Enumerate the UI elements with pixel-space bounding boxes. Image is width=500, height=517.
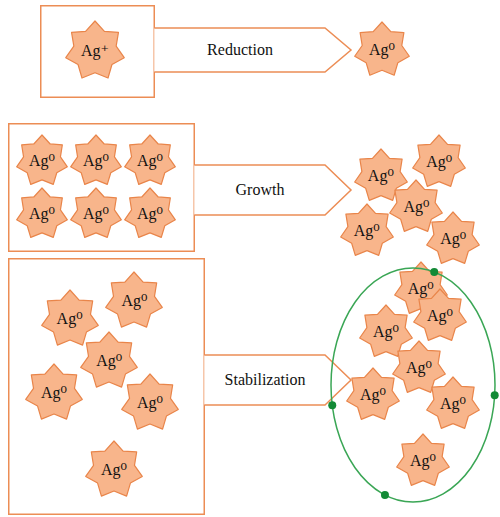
star-shape bbox=[413, 135, 466, 186]
silver-atom: Ag⁰ bbox=[69, 187, 123, 241]
star-shape bbox=[360, 305, 413, 356]
star-shape bbox=[71, 135, 122, 184]
step-label: Reduction bbox=[207, 42, 273, 58]
star-shape bbox=[414, 289, 467, 340]
species-label: Ag⁰ bbox=[368, 168, 394, 184]
arrow-label-holder: Stabilization bbox=[205, 355, 325, 405]
species-label: Ag⁰ bbox=[96, 353, 122, 369]
capping-dot bbox=[491, 391, 499, 399]
species-label: Ag⁰ bbox=[440, 396, 466, 412]
silver-atom: Ag⁰ bbox=[79, 331, 139, 391]
species-label: Ag⁰ bbox=[121, 293, 147, 309]
species-label: Ag⁰ bbox=[101, 462, 127, 478]
species-label: Ag⁰ bbox=[41, 385, 67, 401]
silver-atom: Ag⁰ bbox=[353, 21, 411, 79]
star-shape bbox=[122, 374, 179, 429]
species-label: Ag⁰ bbox=[83, 206, 109, 222]
silver-atom: Ag⁰ bbox=[40, 289, 100, 349]
silver-atom: Ag⁰ bbox=[69, 134, 123, 188]
step-label: Stabilization bbox=[225, 372, 306, 388]
species-label: Ag⁰ bbox=[29, 153, 55, 169]
reactant-box bbox=[9, 259, 205, 515]
arrow-label-holder: Reduction bbox=[155, 28, 325, 72]
star-shape bbox=[66, 21, 124, 78]
star-shape bbox=[17, 135, 68, 184]
silver-atom: Ag⁰ bbox=[425, 211, 481, 267]
species-label: Ag⁰ bbox=[440, 231, 466, 247]
star-shape bbox=[17, 188, 68, 237]
step-callout-box: Reduction Ag⁺ bbox=[40, 5, 352, 98]
species-label: Ag⁰ bbox=[426, 154, 452, 170]
species-label: Ag⁰ bbox=[57, 311, 83, 327]
step-callout-box: GrowthAg⁰Ag⁰Ag⁰Ag⁰Ag⁰Ag⁰ bbox=[8, 123, 352, 252]
star-shape bbox=[86, 441, 143, 496]
star-shape bbox=[106, 272, 163, 327]
capping-dot bbox=[381, 491, 389, 499]
process-arrow bbox=[154, 28, 351, 72]
species-label: Ag⁰ bbox=[83, 153, 109, 169]
silver-atom: Ag⁰ bbox=[123, 187, 177, 241]
star-shape bbox=[397, 434, 450, 485]
step-callout-box: StabilizationAg⁰Ag⁰Ag⁰Ag⁰Ag⁰Ag⁰ bbox=[8, 258, 352, 515]
star-shape bbox=[340, 204, 393, 255]
silver-atom: Ag⁰ bbox=[120, 373, 180, 433]
process-arrow bbox=[204, 355, 351, 405]
star-shape bbox=[347, 368, 400, 419]
star-shape bbox=[125, 135, 176, 184]
species-label: Ag⁰ bbox=[354, 223, 380, 239]
silver-atom: Ag⁰ bbox=[395, 433, 451, 489]
arrow-label-holder: Growth bbox=[195, 165, 325, 215]
species-label: Ag⁰ bbox=[360, 387, 386, 403]
star-shape bbox=[81, 332, 138, 387]
step-label: Growth bbox=[236, 182, 285, 198]
silver-atom: Ag⁰ bbox=[104, 271, 164, 331]
silver-atom: Ag⁰ bbox=[339, 203, 395, 259]
star-shape bbox=[393, 341, 446, 392]
species-label: Ag⁰ bbox=[29, 206, 55, 222]
species-label: Ag⁰ bbox=[369, 42, 395, 58]
species-label: Ag⁰ bbox=[137, 206, 163, 222]
silver-atom: Ag⁺ bbox=[64, 20, 126, 82]
species-label: Ag⁰ bbox=[406, 360, 432, 376]
reactant-box bbox=[9, 124, 195, 252]
capping-dot bbox=[328, 401, 336, 409]
star-shape bbox=[427, 212, 480, 263]
star-shape bbox=[71, 188, 122, 237]
process-arrow bbox=[194, 165, 351, 215]
star-shape bbox=[355, 22, 410, 75]
star-shape bbox=[125, 188, 176, 237]
silver-atom: Ag⁰ bbox=[425, 376, 481, 432]
species-label: Ag⁰ bbox=[410, 453, 436, 469]
shell-ellipse bbox=[331, 268, 495, 502]
silver-atom: Ag⁰ bbox=[15, 134, 69, 188]
silver-atom: Ag⁰ bbox=[345, 367, 401, 423]
reactant-box bbox=[41, 6, 155, 98]
star-shape bbox=[427, 377, 480, 428]
silver-atom: Ag⁰ bbox=[84, 440, 144, 500]
species-label: Ag⁰ bbox=[427, 308, 453, 324]
stabilizer-shell: Ag⁰ Ag⁰ Ag⁰ Ag⁰ Ag⁰ Ag⁰ bbox=[330, 267, 496, 503]
species-label: Ag⁰ bbox=[408, 281, 434, 297]
star-shape bbox=[41, 290, 98, 345]
species-label: Ag⁺ bbox=[81, 43, 109, 59]
silver-atom: Ag⁰ bbox=[24, 363, 84, 423]
species-label: Ag⁰ bbox=[373, 324, 399, 340]
silver-atom: Ag⁰ bbox=[123, 134, 177, 188]
species-label: Ag⁰ bbox=[403, 199, 429, 215]
capping-dot bbox=[430, 268, 438, 276]
callout-outline bbox=[8, 123, 352, 252]
species-label: Ag⁰ bbox=[137, 153, 163, 169]
silver-atom: Ag⁰ bbox=[15, 187, 69, 241]
silver-atom: Ag⁰ bbox=[411, 134, 467, 190]
species-label: Ag⁰ bbox=[137, 395, 163, 411]
star-shape bbox=[26, 364, 83, 419]
